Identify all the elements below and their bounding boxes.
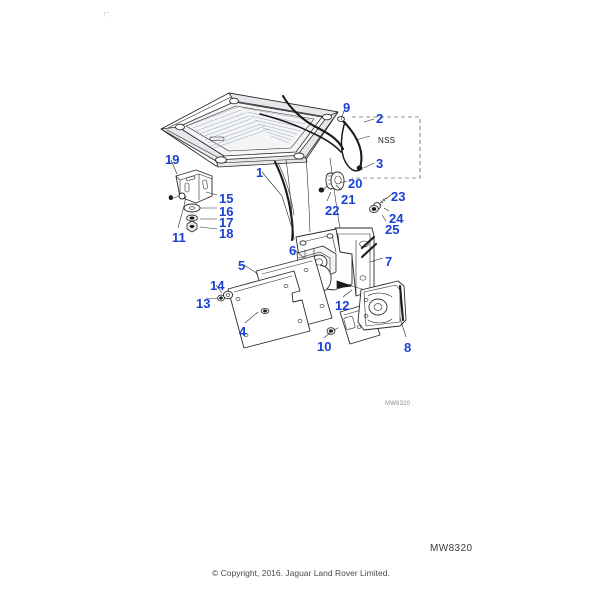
callout-2: 2: [376, 111, 384, 126]
leader-line-24: [383, 207, 390, 212]
nss-label: NSS: [378, 136, 396, 145]
leader-line-23: [385, 193, 393, 200]
callout-14: 14: [210, 278, 225, 293]
leader-line-25: [381, 214, 387, 222]
washer-16: [183, 203, 201, 213]
callout-8: 8: [404, 340, 412, 355]
nss-boundary-box: [352, 116, 421, 179]
callout-10: 10: [317, 339, 332, 354]
registration-mark: [104, 12, 109, 17]
callout-24: 24: [389, 211, 404, 226]
callout-leader-lines: [170, 107, 407, 339]
leader-line-7: [369, 257, 384, 263]
leader-line-12: [342, 289, 353, 298]
leader-line-21: [335, 184, 342, 191]
front-plate-4: [227, 270, 311, 349]
callout-21: 21: [341, 192, 356, 207]
nut-18: [186, 220, 198, 233]
leader-line-14: [215, 284, 223, 294]
leader-line-9: [340, 107, 346, 121]
leader-line-22: [326, 191, 332, 202]
callout-12: 12: [335, 298, 350, 313]
housing-8: [357, 280, 407, 331]
leader-line-15: [205, 191, 218, 196]
callout-4: 4: [239, 324, 247, 339]
callout-25: 25: [385, 222, 400, 237]
callout-16: 16: [219, 204, 234, 219]
callout-7: 7: [385, 254, 393, 269]
leader-line-6: [294, 249, 305, 259]
callout-3: 3: [376, 156, 384, 171]
leader-line-2: [363, 118, 375, 123]
spring-washer-17: [186, 214, 198, 222]
mounting-bracket-assembly: [168, 169, 213, 233]
callout-19: 19: [165, 152, 180, 167]
leader-line-5: [243, 264, 259, 275]
drawing-code-inner: MW8320: [385, 401, 411, 407]
leader-line-11: [177, 195, 187, 229]
callout-13: 13: [196, 296, 211, 311]
leader-line-4: [244, 311, 259, 324]
leader-line-3: [363, 162, 375, 169]
callout-15: 15: [219, 191, 234, 206]
bolt-washer-assembly-right: [369, 197, 387, 213]
leader-line-10: [323, 329, 334, 339]
leader-line-1: [261, 171, 293, 229]
callout-9: 9: [343, 100, 351, 115]
callout-11: 11: [172, 230, 186, 245]
copyright-notice: © Copyright, 2016. Jaguar Land Rover Lim…: [212, 568, 390, 578]
leader-line-19: [170, 159, 178, 175]
callout-5: 5: [238, 258, 246, 273]
leader-line-8: [399, 317, 407, 338]
leader-line-18: [199, 226, 218, 230]
leader-line-20: [339, 180, 348, 184]
drain-tube-cables: [259, 94, 363, 242]
leader-line-13: [205, 297, 219, 300]
callout-1: 1: [256, 165, 264, 180]
roof-panel-assembly: [160, 92, 339, 168]
callout-22: 22: [325, 203, 340, 218]
callout-20: 20: [348, 176, 363, 191]
callout-6: 6: [289, 243, 297, 258]
callout-17: 17: [219, 215, 234, 230]
cable-clamp-assembly: [318, 171, 345, 193]
fastener-13-14: [217, 290, 234, 302]
callout-23: 23: [391, 189, 406, 204]
bolt-19: [168, 192, 186, 201]
callout-18: 18: [219, 226, 234, 241]
drawing-code: MW8320: [430, 543, 473, 554]
